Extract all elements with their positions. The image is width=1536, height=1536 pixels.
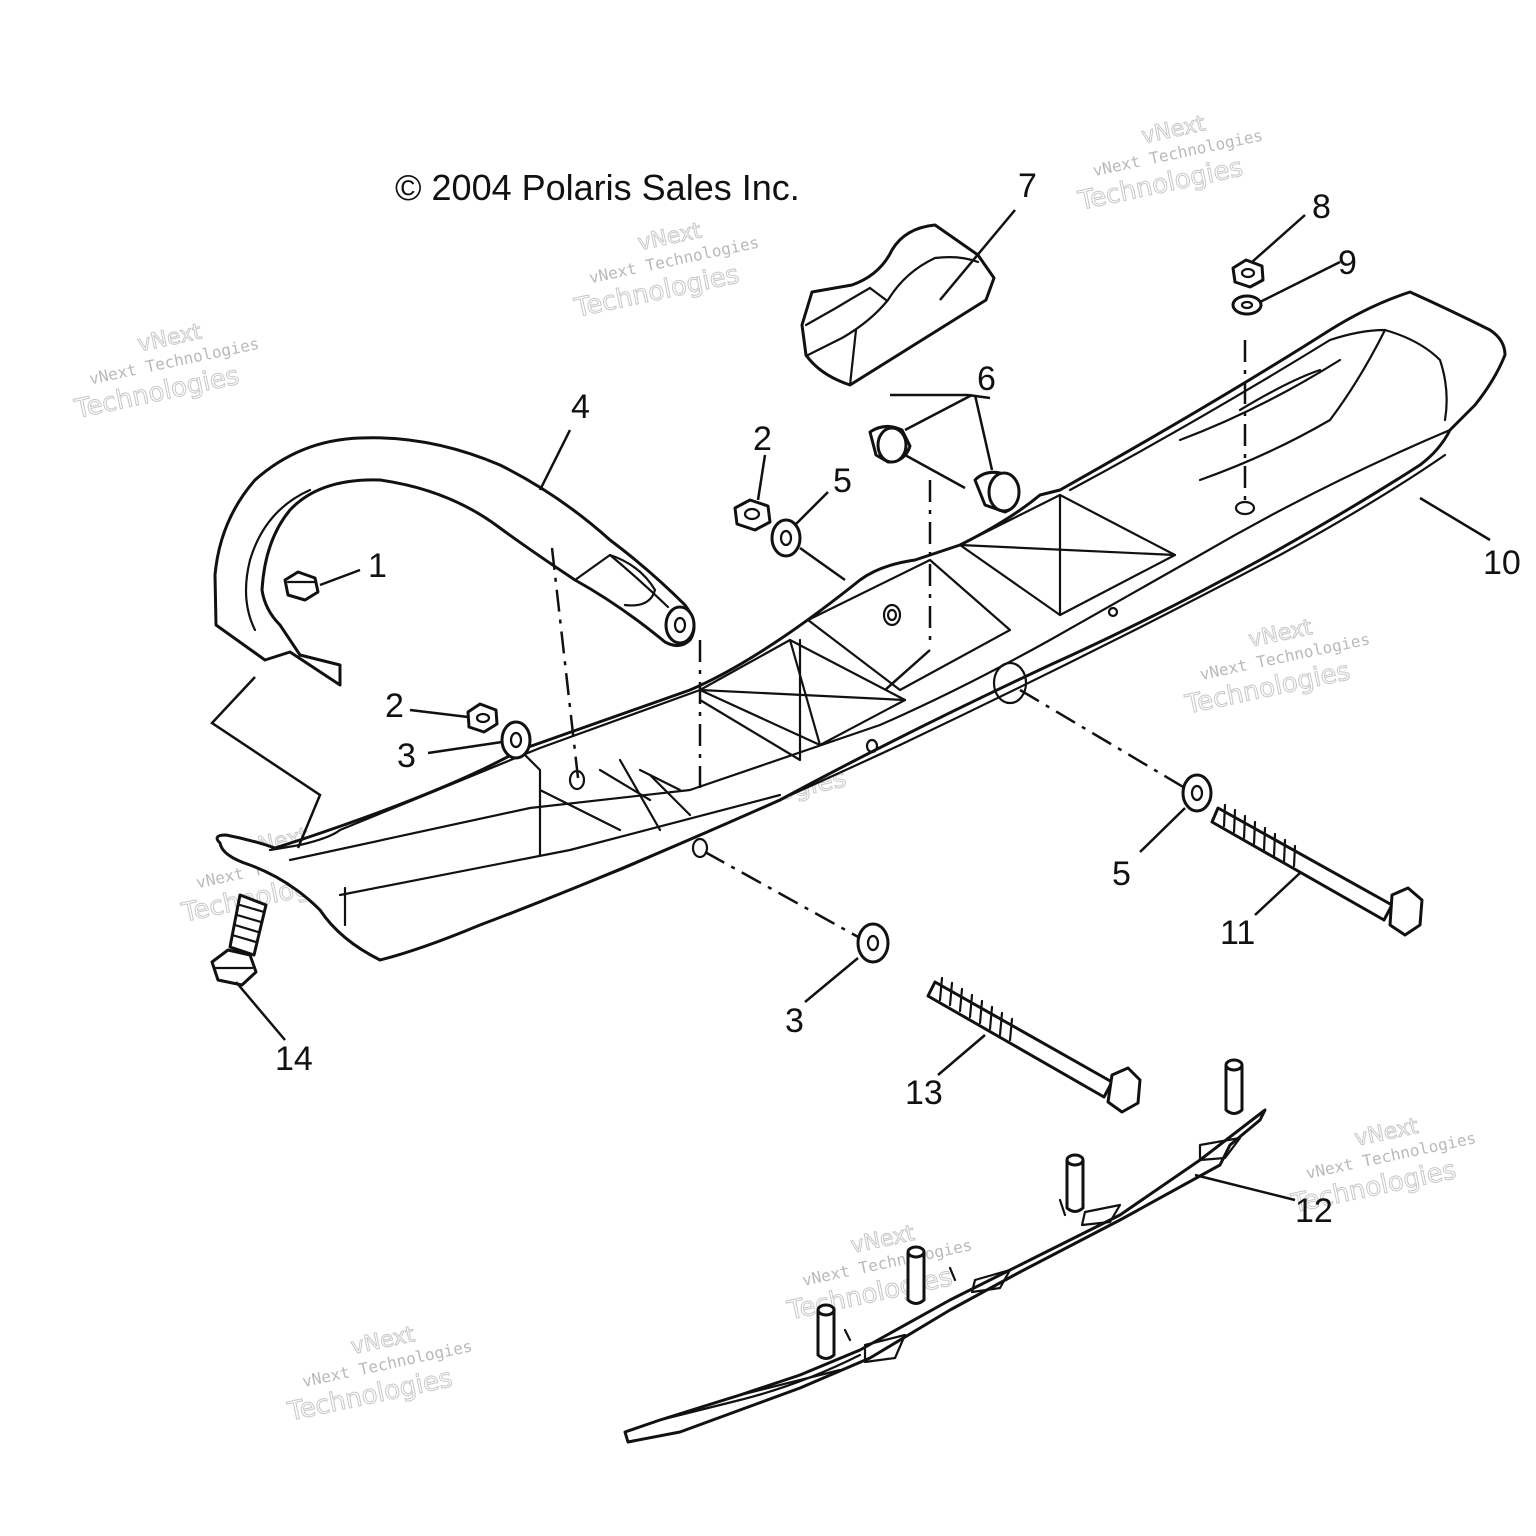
callout-7: 7 — [1018, 167, 1037, 205]
callout-1: 1 — [368, 547, 387, 585]
callout-14: 14 — [275, 1040, 313, 1078]
alignment-lines — [550, 340, 1247, 940]
callout-3-upper: 3 — [397, 737, 416, 775]
part-13-bolt — [926, 976, 1142, 1114]
copyright-text: © 2004 Polaris Sales Inc. — [395, 167, 800, 208]
part-5-washer-upper — [770, 518, 802, 558]
part-3-washer-upper — [500, 720, 532, 760]
callout-11: 11 — [1220, 914, 1255, 952]
callout-2-lower: 2 — [385, 687, 404, 725]
part-14-bolt — [210, 893, 268, 987]
part-1-nut — [283, 570, 320, 602]
part-6-bushing-right — [973, 470, 1021, 514]
callout-9: 9 — [1338, 244, 1357, 282]
callout-5-upper: 5 — [833, 462, 852, 500]
part-6-bushing-left — [868, 425, 912, 464]
callout-13: 13 — [905, 1074, 943, 1112]
callout-8: 8 — [1312, 188, 1331, 226]
callout-10: 10 — [1483, 544, 1521, 582]
part-7-ski-pad — [800, 223, 996, 387]
callout-3-lower: 3 — [785, 1002, 804, 1040]
callout-numbers: 1 2 2 3 3 4 5 5 6 7 8 9 10 11 12 13 14 — [275, 167, 1521, 1230]
part-9-washer — [1231, 294, 1263, 316]
part-2-nut-lower — [466, 702, 499, 734]
part-8-nut — [1231, 258, 1265, 289]
part-2-nut-upper — [733, 498, 772, 532]
part-10-ski — [215, 290, 1507, 962]
callout-2-upper: 2 — [753, 420, 772, 458]
callout-5-lower: 5 — [1112, 855, 1131, 893]
part-4-ski-loop — [213, 436, 696, 687]
part-12-wear-bar — [623, 1058, 1267, 1444]
part-3-washer-lower — [856, 922, 890, 964]
leader-lines — [210, 209, 1491, 1202]
callout-4: 4 — [571, 388, 590, 426]
callout-6: 6 — [977, 360, 996, 398]
part-11-bolt — [1210, 803, 1424, 937]
callout-12: 12 — [1295, 1192, 1333, 1230]
part-5-washer-lower — [1181, 773, 1213, 813]
